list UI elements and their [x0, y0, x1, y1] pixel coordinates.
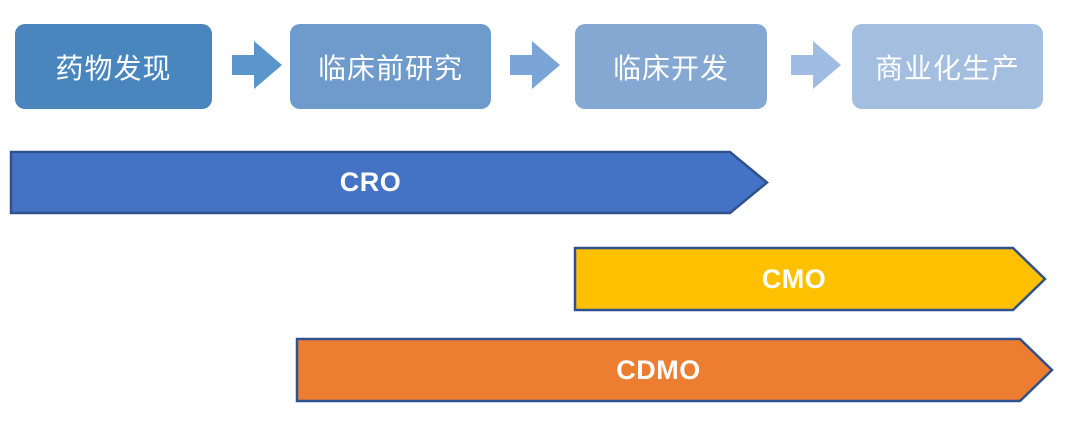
stage-box-preclinical-research: 临床前研究: [290, 24, 491, 109]
cdmo-banner-shape: [295, 337, 1054, 403]
right-arrow-shape: [510, 41, 560, 89]
right-arrow-shape: [232, 41, 282, 89]
stage-label-clinical-development: 临床开发: [612, 52, 729, 84]
stage-label-preclinical-research: 临床前研究: [317, 52, 463, 84]
stage-box-drug-discovery: 药物发现: [15, 24, 212, 109]
right-arrow-shape: [791, 41, 841, 89]
right-arrow-icon: [232, 41, 282, 89]
stage-label-commercial-production: 商业化生产: [874, 52, 1020, 84]
cmo-banner-label: CMO: [761, 263, 827, 294]
cdmo-banner-arrow: [295, 337, 1054, 403]
right-arrow-icon: [510, 41, 560, 89]
cro-banner-arrow: [9, 150, 769, 215]
right-arrow-icon: [791, 41, 841, 89]
cmo-banner-arrow: [573, 246, 1047, 312]
cro-banner-label: CRO: [339, 167, 402, 197]
stage-box-commercial-production: 商业化生产: [852, 24, 1043, 109]
cro-banner-shape: [9, 150, 769, 215]
cdmo-banner-label: CDMO: [616, 354, 701, 385]
cmo-banner-shape: [573, 246, 1047, 312]
stage-label-drug-discovery: 药物发现: [55, 52, 172, 84]
stage-box-clinical-development: 临床开发: [575, 24, 767, 109]
